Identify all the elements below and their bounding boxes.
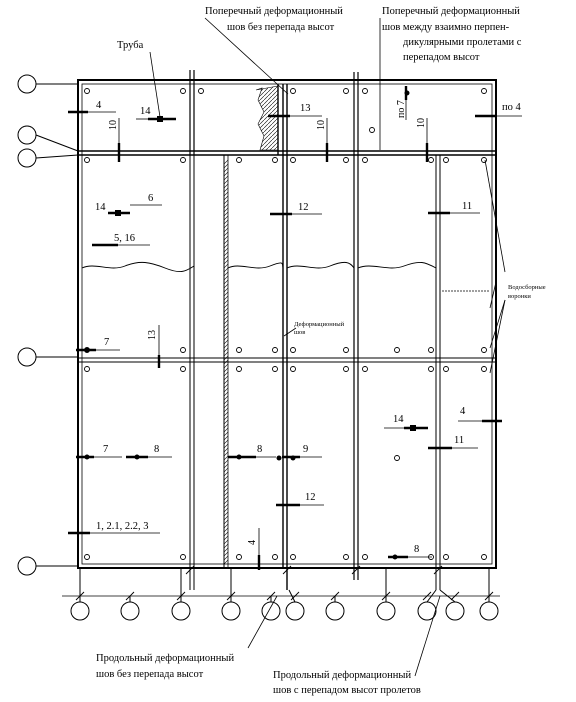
- axis-bubbles-bottom: [62, 568, 500, 621]
- marker-label: 8: [257, 444, 262, 455]
- note-perp-joint-4: перепадом высот: [403, 52, 480, 63]
- note-long-joint-step-1: Продольный деформационный: [273, 670, 411, 681]
- marker-label: 1, 2.1, 2.2, 3: [96, 521, 149, 532]
- marker-label: 9: [303, 444, 308, 455]
- note-deformation-joint-2: шов: [294, 329, 305, 336]
- marker-label: 14: [140, 106, 151, 117]
- marker-label: 11: [454, 435, 464, 446]
- marker-label: 7: [104, 337, 109, 348]
- marker-label: 10: [108, 120, 119, 130]
- note-roof-drains-2: воронки: [508, 293, 531, 300]
- marker-label: 12: [298, 202, 309, 213]
- marker-label: по 7: [396, 100, 407, 118]
- pipe-symbols: [84, 90, 416, 560]
- marker-label: 13: [147, 330, 158, 340]
- marker-label: 14: [95, 202, 106, 213]
- transverse-joint-hatch: [255, 85, 279, 151]
- marker-label: по 4: [502, 102, 521, 113]
- marker-label: 4: [247, 540, 258, 545]
- marker-label: 4: [96, 100, 102, 111]
- axis-bubbles-left: [17, 74, 79, 576]
- marker-label: 8: [154, 444, 159, 455]
- marker-label: 7: [103, 444, 108, 455]
- note-transverse-joint-1: Поперечный деформационный: [205, 6, 343, 17]
- marker-label: 11: [462, 201, 472, 212]
- marker-label: 5, 16: [114, 233, 135, 244]
- marker-label: 12: [305, 492, 316, 503]
- note-long-joint-no-step-1: Продольный деформационный: [96, 653, 234, 664]
- leader-lines: [149, 17, 506, 677]
- note-pipe: Труба: [117, 40, 144, 51]
- marker-label: 4: [460, 406, 466, 417]
- marker-label: 10: [316, 120, 327, 130]
- note-perp-joint-2: шов между взаимно перпен-: [382, 22, 510, 33]
- drain-points: [84, 88, 487, 560]
- note-roof-drains-1: Водосборные: [508, 284, 546, 291]
- note-long-joint-no-step-2: шов без перепада высот: [96, 669, 204, 680]
- note-perp-joint-1: Поперечный деформационный: [382, 6, 520, 17]
- note-deformation-joint-1: Деформационный: [294, 321, 345, 328]
- note-perp-joint-3: дикулярными пролетами с: [403, 37, 522, 48]
- marker-numbers: 4 14 10 13 10 по 7 10 по 4 14 6 5, 16 12…: [95, 100, 521, 555]
- dimension-ticks: [75, 565, 494, 601]
- marker-label: 13: [300, 103, 311, 114]
- note-long-joint-step-2: шов с перепадом высот пролетов: [273, 685, 421, 696]
- annotations: Поперечный деформационный шов без перепа…: [96, 6, 546, 696]
- note-transverse-joint-2: шов без перепада высот: [227, 22, 335, 33]
- marker-label: 8: [414, 544, 419, 555]
- marker-label: 10: [416, 118, 427, 128]
- section-markers: [68, 86, 522, 570]
- marker-label: 6: [148, 193, 153, 204]
- marker-label: 14: [393, 414, 404, 425]
- break-line: [81, 261, 437, 273]
- hatched-wall-strip: [224, 160, 228, 564]
